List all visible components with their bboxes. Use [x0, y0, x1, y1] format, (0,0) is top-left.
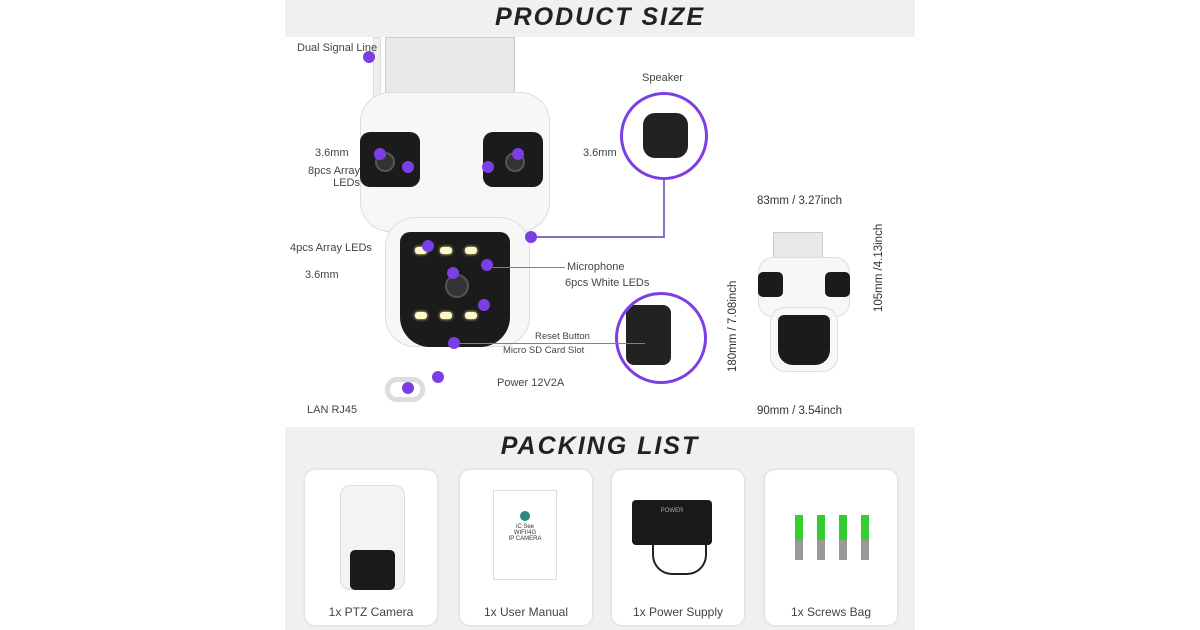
callout-8pcs-leds: 8pcs Array LEDs [308, 165, 360, 189]
reset-sd-detail [615, 292, 707, 384]
packing-item: iC See WIFI/4G IP CAMERA 1x User Manual [460, 470, 592, 625]
callout-lan: LAN RJ45 [307, 404, 358, 416]
callout-lens-right: 3.6mm [583, 147, 617, 159]
callout-sd-slot: Micro SD Card Slot [503, 345, 585, 356]
callout-lens-bottom: 3.6mm [305, 269, 339, 281]
dim-height-total: 180mm / 7.08inch [727, 280, 739, 372]
callout-power: Power 12V2A [497, 377, 565, 389]
callout-4pcs-leds: 4pcs Array LEDs [290, 242, 372, 254]
dim-width-bottom: 90mm / 3.54inch [757, 405, 843, 417]
product-size-area: Dual Signal Line Speaker 3.6mm 3.6mm 8pc… [285, 37, 915, 427]
packing-item: 1x Screws Bag [765, 470, 897, 625]
packing-item: 1x PTZ Camera [305, 470, 437, 625]
callout-dual-signal: Dual Signal Line [297, 42, 378, 54]
product-size-title: PRODUCT SIZE [494, 3, 706, 31]
callout-lens-left: 3.6mm [315, 147, 349, 159]
callout-reset: Reset Button [535, 331, 590, 342]
packing-item: POWER 1x Power Supply [612, 470, 744, 625]
callout-microphone: Microphone [567, 261, 625, 273]
packing-list-title: PACKING LIST [500, 432, 700, 460]
dim-height-upper: 105mm /4.13inch [873, 223, 885, 312]
callout-speaker: Speaker [642, 72, 683, 84]
speaker-detail [620, 92, 708, 180]
product-infographic: PRODUCT SIZE Dual Signal Line Speaker 3.… [285, 0, 915, 630]
callout-white-leds: 6pcs White LEDs [565, 277, 650, 289]
dim-width-top: 83mm / 3.27inch [757, 195, 843, 207]
